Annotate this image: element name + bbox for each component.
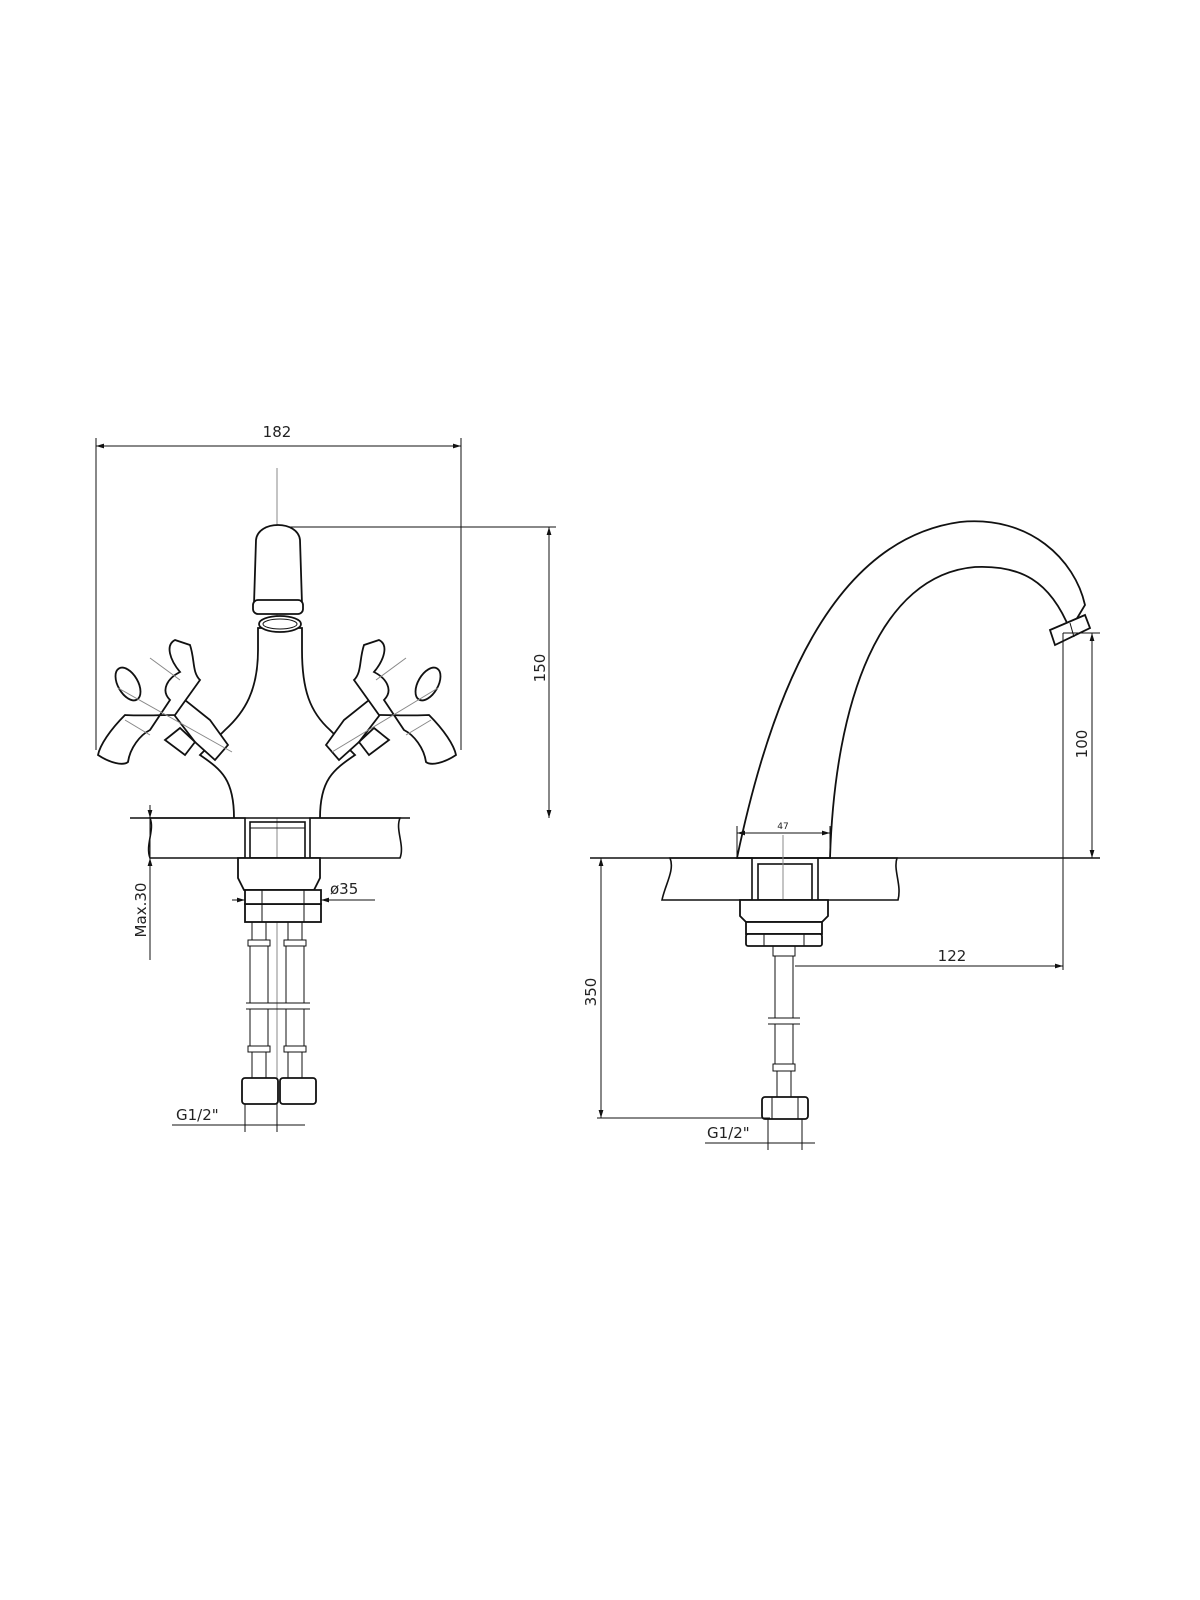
thread-dimension-front: G1/2" [172,1104,305,1132]
max-thickness-dimension: Max.30 [132,805,153,960]
width-label: 182 [263,423,292,441]
spout-height-dimension: 100 [1062,632,1100,970]
aerator-icon [1048,613,1092,647]
hose-length-label: 350 [582,978,600,1007]
spout-height-label: 100 [1073,730,1091,759]
left-cross-handle[interactable] [96,639,233,765]
front-view: 182 150 [95,423,556,1132]
supply-hose-side [761,945,809,1120]
spout-reach-label: 122 [938,947,967,965]
thread-label-front: G1/2" [176,1106,219,1124]
faucet-body-front [198,524,357,819]
side-view: 47 [582,520,1100,1150]
countertop-section-front [130,817,410,859]
mounting-nut-front: ø35 [232,857,375,923]
spout-base-dimension: 47 [736,822,831,858]
mounting-nut-side [739,899,829,947]
right-cross-handle[interactable] [324,639,458,765]
height-dimension: 150 [280,526,556,818]
hole-diameter-label: ø35 [330,880,358,898]
spout-reach-dimension: 122 [795,947,1063,969]
supply-hoses-front [241,921,317,1105]
width-dimension: 182 [95,423,462,750]
spout-base-label: 47 [777,822,788,832]
spout-side [735,520,1086,859]
height-label: 150 [531,654,549,683]
countertop-section-side [590,835,1100,901]
thread-label-side: G1/2" [707,1124,750,1142]
hose-length-dimension: 350 [582,858,770,1119]
thread-dimension-side: G1/2" [705,1119,815,1150]
max-thickness-label: Max.30 [132,883,150,938]
